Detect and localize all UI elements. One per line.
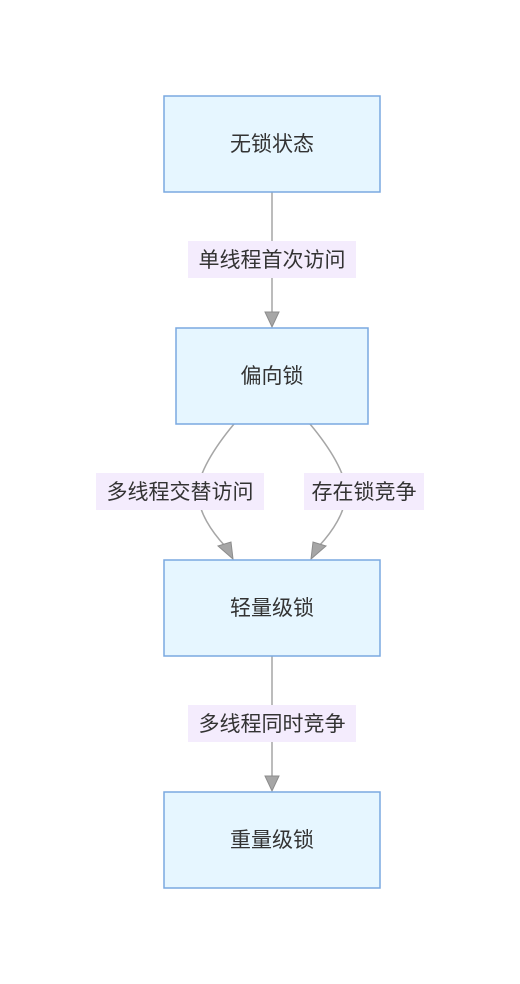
arrow-head-icon <box>264 775 280 793</box>
node-box <box>175 327 369 425</box>
arrow-head-icon <box>264 311 280 329</box>
node-biased-lock: 偏向锁 <box>175 327 369 425</box>
edge-label-background <box>304 473 424 510</box>
node-box <box>163 95 381 193</box>
edge-label-text: 多线程同时竞争 <box>199 712 346 736</box>
arrow-head-icon <box>216 541 234 561</box>
edge-label-background <box>96 473 264 510</box>
node-no-lock: 无锁状态 <box>163 95 381 193</box>
arrow-head-icon <box>310 541 328 561</box>
edge-label-text: 单线程首次访问 <box>199 248 346 272</box>
node-label: 偏向锁 <box>241 364 304 388</box>
edge-label-multi-thread-simultaneous: 多线程同时竞争 <box>188 705 356 742</box>
edge-label-text: 多线程交替访问 <box>107 480 254 504</box>
node-box <box>163 559 381 657</box>
node-box <box>163 791 381 889</box>
edge-label-background <box>188 241 356 278</box>
edge-label-single-thread: 单线程首次访问 <box>188 241 356 278</box>
edge-label-multi-thread-alternate: 多线程交替访问 <box>96 473 264 510</box>
node-heavyweight-lock: 重量级锁 <box>163 791 381 889</box>
node-label: 轻量级锁 <box>230 596 314 620</box>
node-label: 重量级锁 <box>230 828 314 852</box>
edge-label-text: 存在锁竞争 <box>312 480 417 504</box>
node-label: 无锁状态 <box>230 132 314 156</box>
node-lightweight-lock: 轻量级锁 <box>163 559 381 657</box>
edge-label-background <box>188 705 356 742</box>
edge-label-lock-contention: 存在锁竞争 <box>304 473 424 510</box>
